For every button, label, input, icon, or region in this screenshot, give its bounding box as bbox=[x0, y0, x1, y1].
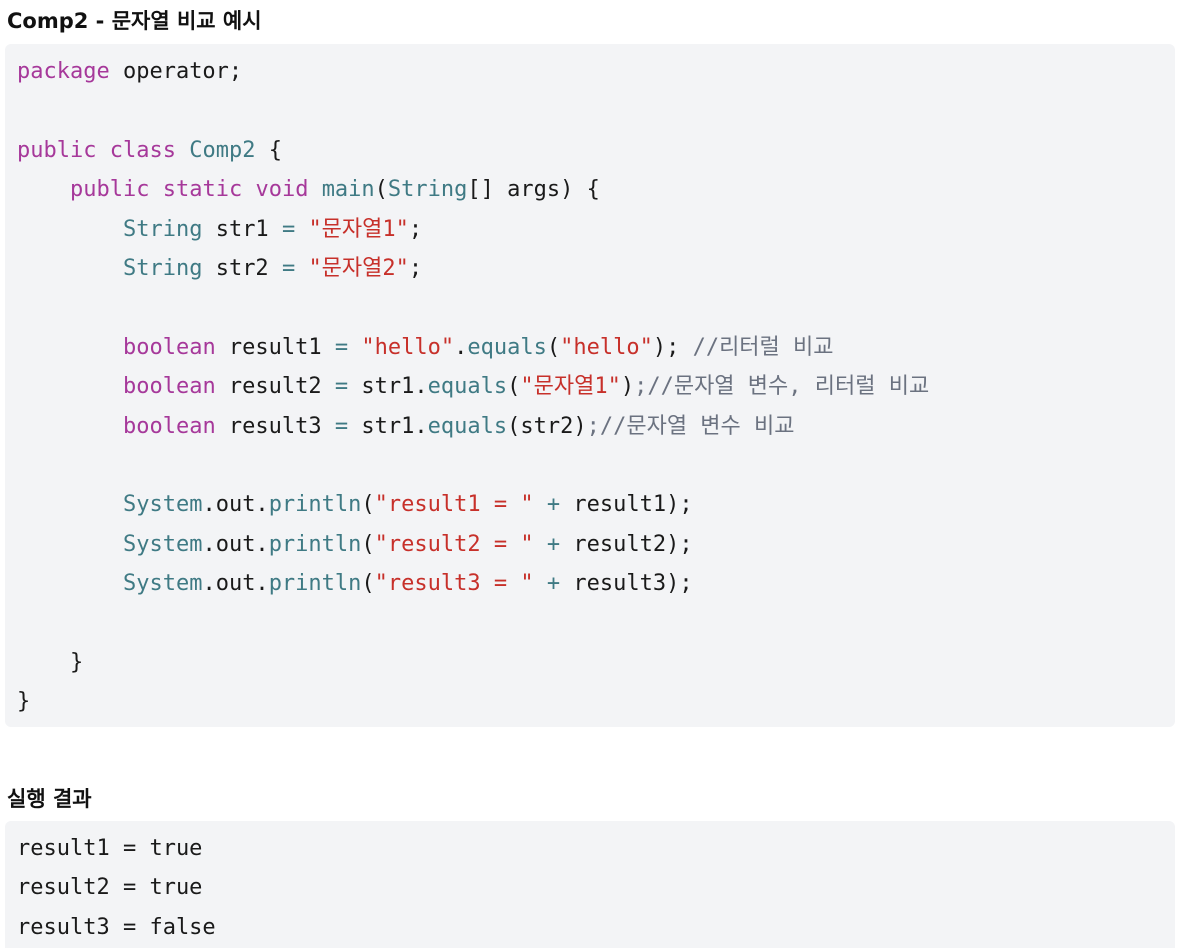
result-title: 실행 결과 bbox=[7, 787, 92, 811]
code-line-package: package operator; bbox=[17, 59, 243, 84]
code-title: Comp2 - 문자열 비교 예시 bbox=[7, 9, 262, 33]
output-line: result3 = false bbox=[17, 914, 216, 940]
output-line: result1 = true bbox=[17, 836, 203, 861]
code-line-close-method: } bbox=[17, 649, 84, 675]
code-line-blank bbox=[17, 446, 1165, 485]
code-line-print2: System.out.println("result2 = " + result… bbox=[122, 531, 693, 557]
code-line-blank bbox=[17, 91, 1165, 130]
code-line-result3: boolean result3 = str1.equals(str2);//문자… bbox=[122, 413, 795, 439]
output-line: result2 = true bbox=[17, 875, 203, 901]
code-line-blank bbox=[17, 288, 1165, 327]
output-block[interactable]: result1 = true result2 = true result3 = … bbox=[5, 821, 1175, 948]
code-line-blank bbox=[17, 603, 1165, 642]
code-line-main: public static void main(String[] args) { bbox=[69, 177, 600, 203]
code-line-result2: boolean result2 = str1.equals("문자열1");//… bbox=[122, 374, 930, 400]
code-line-close-class: } bbox=[17, 689, 31, 715]
code-block[interactable]: package operator; public class Comp2 { p… bbox=[5, 44, 1175, 727]
code-line-print1: System.out.println("result1 = " + result… bbox=[122, 492, 693, 518]
code-line-str1: String str1 = "문자열1"; bbox=[122, 216, 423, 242]
code-line-result1: boolean result1 = "hello".equals("hello"… bbox=[122, 334, 834, 360]
code-line-class: public class Comp2 { bbox=[17, 137, 282, 163]
code-line-print3: System.out.println("result3 = " + result… bbox=[122, 571, 693, 597]
code-line-str2: String str2 = "문자열2"; bbox=[122, 255, 423, 281]
